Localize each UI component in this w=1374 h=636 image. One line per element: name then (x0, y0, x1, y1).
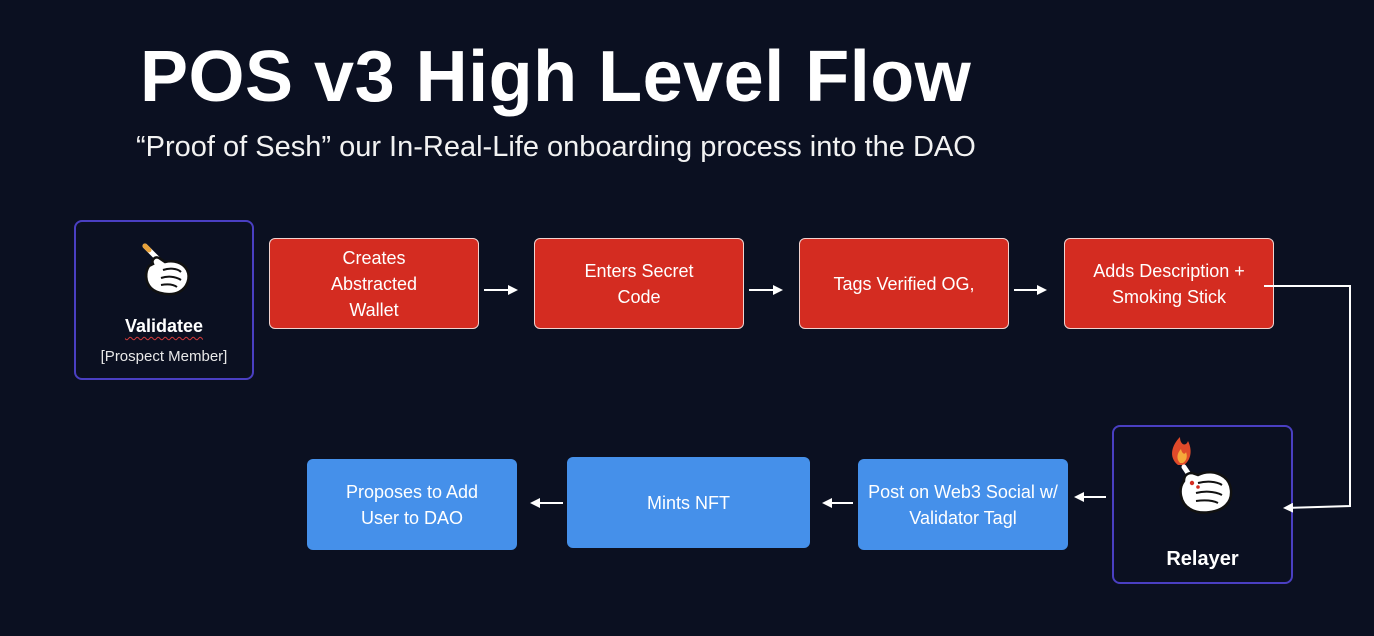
step-enter-secret-code: Enters Secret Code (534, 238, 744, 329)
smoking-thumbs-up-hand-icon (142, 243, 190, 296)
step-add-description: Adds Description + Smoking Stick (1064, 238, 1274, 329)
validatee-label: Validatee (124, 316, 204, 336)
step-label: Post on Web3 Social w/ Validator Tagl (868, 481, 1058, 528)
slide-title: POS v3 High Level Flow (140, 37, 972, 117)
step-post-web3-social: Post on Web3 Social w/ Validator Tagl (858, 459, 1068, 550)
step-label: Tags Verified OG, (833, 273, 975, 294)
step-mint-nft: Mints NFT (567, 457, 810, 548)
step-create-wallet: Creates Abstracted Wallet (269, 238, 479, 329)
step-propose-add-user: Proposes to Add User to DAO (307, 459, 517, 550)
slide-subtitle: “Proof of Sesh” our In-Real-Life onboard… (136, 131, 976, 163)
arrow-description-to-relayer (1264, 285, 1351, 513)
step-label: Proposes to Add User to DAO (345, 481, 479, 528)
step-label: Adds Description + Smoking Stick (1093, 260, 1245, 307)
step-tag-verified-og: Tags Verified OG, (799, 238, 1009, 329)
step-label: Mints NFT (647, 492, 730, 513)
step-label: Enters Secret Code (584, 260, 694, 307)
flaming-thumbs-up-hand-icon (1172, 437, 1233, 514)
validatee-sublabel: [Prospect Member] (100, 348, 228, 365)
validatee-actor: Validatee [Prospect Member] (74, 220, 254, 380)
step-label: Creates Abstracted Wallet (330, 247, 418, 320)
relayer-actor: Relayer (1112, 425, 1293, 584)
relayer-label: Relayer (1166, 548, 1239, 570)
